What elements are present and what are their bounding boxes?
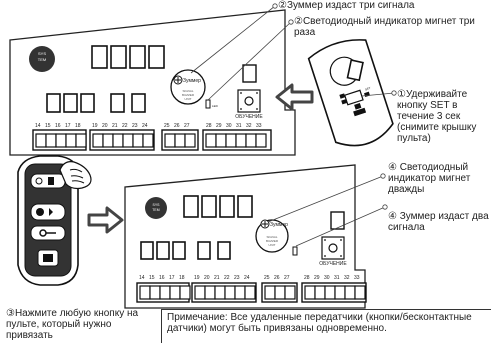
terminal-block-bottom-a (136, 282, 191, 303)
learn-button-bottom (321, 236, 345, 260)
terminal-num: 30 (324, 275, 330, 281)
terminal-block-top-d (202, 129, 272, 151)
terminal-num: 33 (354, 275, 360, 281)
callout-led-three: ②Светодиодный индикатор мигнет три раза (294, 16, 475, 38)
terminal-numbers-bottom: 14 15 16 17 18 19 20 21 22 23 24 25 26 2… (139, 275, 360, 281)
terminal-num: 14 (139, 275, 145, 281)
terminal-num: 16 (159, 275, 165, 281)
terminal-block-top-b (89, 129, 155, 151)
terminal-num: 22 (224, 275, 230, 281)
terminal-num: 28 (206, 123, 212, 129)
svg-text:SIGNAL: SIGNAL (266, 235, 277, 239)
terminal-block-top-c (161, 129, 199, 151)
led-indicator-bottom (292, 246, 298, 256)
callout-lines-top (190, 3, 294, 101)
terminal-num: 26 (274, 275, 280, 281)
terminal-num: 27 (284, 275, 290, 281)
terminal-num: 30 (226, 123, 232, 129)
relay-row-top (46, 93, 146, 113)
svg-text:UNIT: UNIT (185, 97, 192, 101)
terminal-numbers-top: 14 15 16 17 18 19 20 21 22 23 24 25 26 2… (35, 123, 262, 129)
terminal-num: 28 (304, 275, 310, 281)
terminal-num: 20 (102, 123, 108, 129)
terminal-block-bottom-b (191, 282, 257, 303)
terminal-num: 15 (45, 123, 51, 129)
terminal-num: 33 (256, 123, 262, 129)
terminal-num: 22 (122, 123, 128, 129)
svg-text:BUZZER: BUZZER (266, 239, 279, 243)
terminal-num: 19 (194, 275, 200, 281)
terminal-num: 16 (55, 123, 61, 129)
learn-label-bottom: ОБУЧЕНИЕ (319, 261, 347, 267)
callout-press-remote: ③Нажмите любую кнопку на пульте, который… (6, 308, 139, 341)
terminal-block-top-a (32, 129, 87, 151)
terminal-num: 25 (264, 275, 270, 281)
display-bottom (183, 195, 253, 218)
buzzer-bottom: Зуммер SIGNAL BUZZER UNIT (255, 219, 289, 253)
callout-buzzer-three: ②Зуммер издаст три сигнала (278, 0, 415, 11)
svg-text:SYS: SYS (152, 203, 160, 207)
control-board-top: SYS TEM Зуммер SIGNAL BUZZER UNIT (9, 9, 296, 156)
terminal-num: 14 (35, 123, 41, 129)
note-box: Примечание: Все удаленные передатчики (к… (161, 309, 491, 343)
svg-text:BUZZER: BUZZER (182, 93, 195, 97)
terminal-num: 32 (246, 123, 252, 129)
callout-hold-set: ①Удерживайте кнопку SET в течение 3 сек … (397, 89, 477, 144)
callout-led-twice: ④ Светодиодный индикатор мигнет дважды (388, 162, 471, 195)
buzzer-top: Зуммер SIGNAL BUZZER UNIT (170, 69, 206, 105)
callout-set (361, 90, 397, 97)
terminal-num: 31 (334, 275, 340, 281)
callout-lines-bottom (267, 173, 388, 247)
terminal-num: 29 (314, 275, 320, 281)
terminal-num: 19 (92, 123, 98, 129)
terminal-num: 17 (169, 275, 175, 281)
remote-top: SET (307, 39, 394, 147)
terminal-num: 20 (204, 275, 210, 281)
remote-bottom (17, 155, 92, 286)
terminal-num: 18 (75, 123, 81, 129)
callout-buzzer-two: ④ Зуммер издаст два сигнала (388, 211, 489, 233)
learn-button-top (237, 89, 261, 113)
svg-text:SYS: SYS (38, 51, 46, 56)
svg-text:TEM: TEM (38, 57, 46, 62)
terminal-num: 27 (184, 123, 190, 129)
terminal-num: 25 (164, 123, 170, 129)
terminal-num: 31 (236, 123, 242, 129)
terminal-num: 23 (132, 123, 138, 129)
terminal-num: 21 (112, 123, 118, 129)
terminal-num: 26 (174, 123, 180, 129)
terminal-num: 23 (234, 275, 240, 281)
svg-text:SIGNAL: SIGNAL (182, 89, 193, 93)
svg-text:TEM: TEM (152, 208, 159, 212)
control-board-bottom: SYS TEM Зуммер SIGNAL BUZZER UNIT (124, 164, 367, 309)
display-top (91, 45, 165, 69)
terminal-num: 24 (142, 123, 148, 129)
svg-text:LED: LED (212, 104, 219, 108)
terminal-num: 15 (149, 275, 155, 281)
terminal-num: 17 (65, 123, 71, 129)
terminal-num: 24 (244, 275, 250, 281)
svg-text:Зуммер: Зуммер (183, 78, 201, 84)
brand-logo-icon: SYS TEM (145, 197, 167, 219)
relay-row-bottom (140, 241, 231, 260)
learn-label-top: ОБУЧЕНИЕ (235, 114, 263, 120)
buzzer-label: Зуммер (270, 222, 288, 228)
terminal-num: 18 (179, 275, 185, 281)
note-text: Примечание: Все удаленные передатчики (к… (167, 312, 472, 334)
svg-text:UNIT: UNIT (269, 243, 276, 247)
terminal-block-bottom-c (261, 282, 298, 303)
set-key-label: SET (364, 86, 371, 92)
terminal-num: 29 (216, 123, 222, 129)
terminal-num: 21 (214, 275, 220, 281)
terminal-block-bottom-d (301, 282, 367, 303)
terminal-num: 32 (344, 275, 350, 281)
brand-logo-icon: SYS TEM (29, 46, 55, 72)
arrow-left-icon (275, 83, 314, 111)
arrow-right-icon (87, 206, 124, 234)
